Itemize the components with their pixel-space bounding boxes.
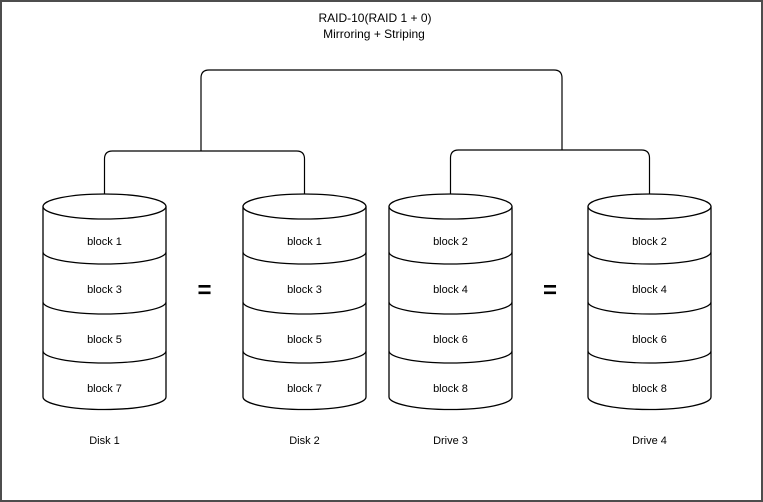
equals-sign-left: = — [197, 277, 211, 304]
cylinder-divider — [587, 301, 712, 315]
mirror-connector-left — [103, 150, 306, 195]
cylinder-divider — [242, 350, 367, 364]
cylinder-top-ellipse — [388, 193, 513, 220]
block-label: block 6 — [433, 334, 468, 346]
block-label: block 4 — [433, 284, 468, 296]
block-label: block 2 — [632, 236, 667, 248]
block-label: block 8 — [433, 383, 468, 395]
disk-label: Disk 1 — [89, 435, 120, 447]
block-label: block 5 — [287, 334, 322, 346]
cylinder-divider — [42, 301, 167, 315]
cylinder-top-ellipse — [587, 193, 712, 220]
block-label: block 8 — [632, 383, 667, 395]
block-label: block 1 — [87, 236, 122, 248]
cylinder-body — [587, 206, 712, 411]
block-label: block 4 — [632, 284, 667, 296]
cylinder-divider — [587, 350, 712, 364]
block-label: block 3 — [87, 284, 122, 296]
block-label: block 5 — [87, 334, 122, 346]
diagram-subtitle: Mirroring + Striping — [323, 27, 425, 41]
disk-cylinder-4: block 2 block 4 block 6 block 8 Drive 4 — [587, 193, 712, 447]
cylinder-divider — [242, 301, 367, 315]
diagram-title: RAID-10(RAID 1 + 0) — [318, 11, 431, 25]
block-label: block 2 — [433, 236, 468, 248]
cylinder-body — [388, 206, 513, 411]
block-label: block 7 — [87, 383, 122, 395]
block-label: block 1 — [287, 236, 322, 248]
disk-cylinder-3: block 2 block 4 block 6 block 8 Drive 3 — [388, 193, 513, 447]
equals-sign-right: = — [543, 277, 557, 304]
cylinder-divider — [388, 301, 513, 315]
block-label: block 7 — [287, 383, 322, 395]
disk-label: Drive 4 — [632, 435, 667, 447]
cylinder-divider — [388, 251, 513, 265]
cylinder-body — [42, 206, 167, 411]
block-label: block 3 — [287, 284, 322, 296]
mirror-connector-right — [449, 149, 651, 194]
cylinder-top-ellipse — [42, 193, 167, 220]
stripe-connector — [200, 69, 563, 151]
cylinder-divider — [42, 251, 167, 265]
block-label: block 6 — [632, 334, 667, 346]
cylinder-divider — [388, 350, 513, 364]
cylinder-body — [242, 206, 367, 411]
disk-cylinder-2: block 1 block 3 block 5 block 7 Disk 2 — [242, 193, 367, 447]
cylinder-divider — [42, 350, 167, 364]
cylinder-divider — [242, 251, 367, 265]
cylinder-top-ellipse — [242, 193, 367, 220]
disk-label: Drive 3 — [433, 435, 468, 447]
disk-cylinder-1: block 1 block 3 block 5 block 7 Disk 1 — [42, 193, 167, 447]
disk-label: Disk 2 — [289, 435, 320, 447]
cylinder-divider — [587, 251, 712, 265]
